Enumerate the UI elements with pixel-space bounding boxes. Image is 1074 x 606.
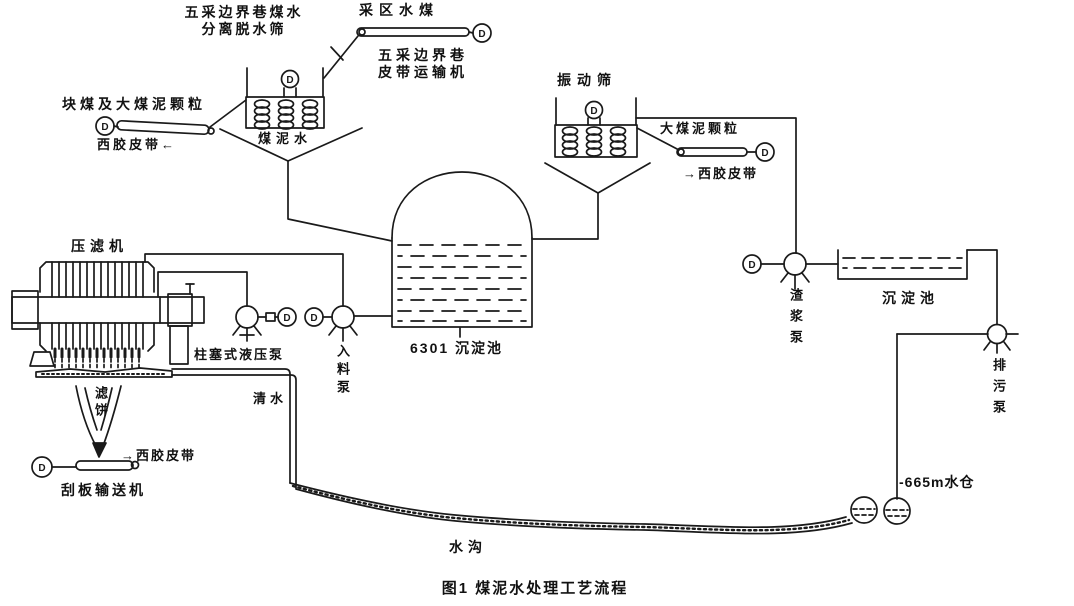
pump-icon (986, 323, 1008, 345)
arrowhead (92, 442, 107, 458)
underflow-pipe (531, 192, 599, 240)
scraper-conveyor-drawing (31, 456, 140, 478)
figure-caption: 图1 煤泥水处理工艺流程 (441, 580, 629, 597)
drain-pump-drawing (896, 249, 1019, 354)
slime-water-pipe (287, 160, 393, 242)
water-sump-label: -665m水仓 (899, 474, 975, 490)
funnel (544, 162, 651, 194)
vibrating-screen-label: 振动筛 (557, 72, 617, 88)
motor-letter: D (310, 313, 317, 324)
clear-water-pipe (171, 368, 297, 489)
settling-pool-drawing (837, 249, 968, 280)
filtrate-drips-dashed (54, 358, 140, 370)
tank-dome (391, 171, 533, 239)
boundary-belt-label-line2: 皮带运输机 (378, 64, 468, 80)
pump-icon (783, 252, 807, 276)
motor-letter: D (38, 463, 45, 474)
drainage-ditch (289, 482, 853, 535)
ditch-label: 水沟 (449, 539, 487, 555)
chute-line (209, 99, 247, 128)
filter-press-label: 压滤机 (71, 238, 128, 254)
slurry-pump-drawing (742, 252, 839, 290)
water-sumps (850, 333, 911, 525)
motor-letters: D D D D D D D D D (38, 29, 768, 474)
press-foot (169, 325, 189, 365)
slurry-pump-label: 渣浆泵 (788, 288, 803, 351)
motor-letter: D (590, 106, 597, 117)
plunger-pump-label: 柱塞式液压泵 (194, 347, 285, 362)
large-slime-particles-label: 大煤泥颗粒 (660, 121, 741, 136)
motor-icon (277, 307, 297, 327)
dewatering-screen (219, 67, 393, 242)
lump-coal-label: 块煤及大煤泥颗粒 (62, 96, 206, 112)
pump-icon (235, 305, 259, 329)
motor-icon (280, 69, 300, 89)
left-belt-label: 西胶皮带← (97, 137, 178, 152)
filter-cake-arrow (75, 385, 122, 458)
closing-cylinder (167, 293, 193, 327)
right-belt-conveyor (676, 142, 775, 162)
feed-line (144, 253, 344, 307)
mining-area-coal-water-label: 采区水煤 (359, 2, 439, 18)
filtrate-drips (53, 347, 141, 359)
motor-icon (584, 100, 604, 120)
right-belt-label: →西胶皮带 (683, 166, 759, 181)
screen1-label-line2: 分离脱水筛 (201, 21, 287, 37)
clear-water-label: 清水 (253, 391, 288, 406)
scraper-conveyor-label: 刮板输送机 (61, 482, 146, 498)
plunger-hydraulic-pump (157, 271, 297, 342)
settling-pool-label: 沉淀池 (882, 290, 939, 306)
motor-letter: D (101, 122, 108, 133)
screen1-label-line1: 五采边界巷煤水 (184, 4, 304, 20)
feed-pump-label: 入料泵 (335, 344, 350, 398)
drip-trough (35, 367, 173, 378)
motor-letter: D (478, 29, 485, 40)
motor-letter: D (748, 260, 755, 271)
boundary-belt-label-line1: 五采边界巷 (378, 47, 468, 63)
pump-icon (331, 305, 355, 329)
feed-pump (144, 253, 393, 342)
bottom-belt-label: →西胶皮带 (121, 448, 197, 463)
filter-press (11, 261, 205, 378)
overflow-pipe (635, 117, 797, 254)
motor-letter: D (286, 75, 293, 86)
slime-water-label: 煤泥水 (258, 131, 313, 146)
mining-area-belt-conveyor (323, 23, 492, 79)
discharge-pipe (966, 249, 998, 325)
filter-cake-label: 滤饼 (93, 386, 108, 420)
drain-pump-label: 排污泵 (991, 358, 1006, 421)
motor-letter: D (283, 313, 290, 324)
press-foot (29, 351, 55, 367)
left-belt-conveyor (95, 99, 247, 136)
press-beam (11, 296, 205, 324)
hydraulic-line (157, 271, 248, 307)
chute-line (636, 127, 680, 151)
settling-tank-label: 6301 沉淀池 (410, 340, 504, 356)
settling-tank (391, 171, 533, 338)
vibrating-screen (531, 97, 797, 254)
motor-letter: D (761, 148, 768, 159)
motor-icon (472, 23, 492, 43)
motor-icon (755, 142, 775, 162)
